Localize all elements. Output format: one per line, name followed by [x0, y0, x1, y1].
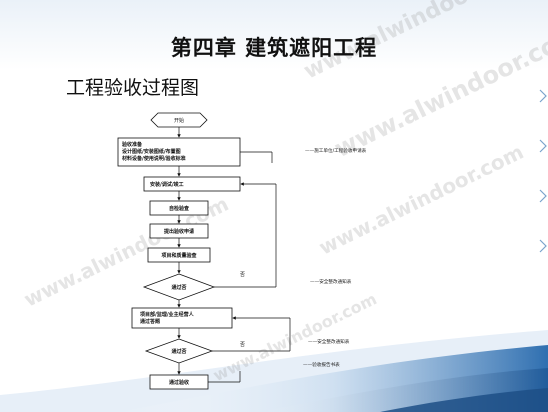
decision-2-no-label: 否 [240, 342, 245, 348]
note-rectify-2: ——安全整改通知表 [308, 338, 350, 345]
note-rectify-1: ——安全整改通知表 [310, 278, 352, 285]
prep-line-2: 设计图纸/安装图纸/布置图 [122, 148, 181, 155]
prep-box [117, 137, 241, 167]
install-box [143, 176, 241, 192]
project-check-label: 项目和质量验查 [161, 252, 197, 259]
sign-off-box [131, 307, 233, 329]
submit-label: 提出验收申请 [164, 228, 194, 235]
accept-label: 通过验收 [169, 379, 189, 386]
decision-1-label: 通过否 [171, 284, 186, 291]
slide-title: 第四章 建筑遮阳工程 [170, 36, 378, 60]
slide-subtitle: 工程验收过程图 [66, 77, 200, 99]
install-label: 安装/调试/竣工 [150, 181, 184, 188]
start-node [150, 112, 208, 128]
decision-1-no-label: 否 [240, 272, 245, 278]
side-arrow-decoration [539, 89, 547, 253]
sign-off-line-2: 通过答题 [140, 318, 161, 325]
sign-off-line-1: 项目部/监理/业主经营人 [140, 311, 195, 318]
note-application-form: ——施工单位/工程验收申请表 [305, 147, 367, 154]
prep-line-3: 材料设备/使用说明/验收标准 [122, 155, 186, 162]
self-check-label: 自检验查 [169, 205, 190, 212]
decision-2-label: 通过否 [171, 348, 186, 355]
note-acceptance-report: ——验收报告书表 [303, 361, 340, 368]
prep-line-1: 验收准备 [122, 141, 143, 148]
start-label: 开始 [174, 117, 184, 124]
